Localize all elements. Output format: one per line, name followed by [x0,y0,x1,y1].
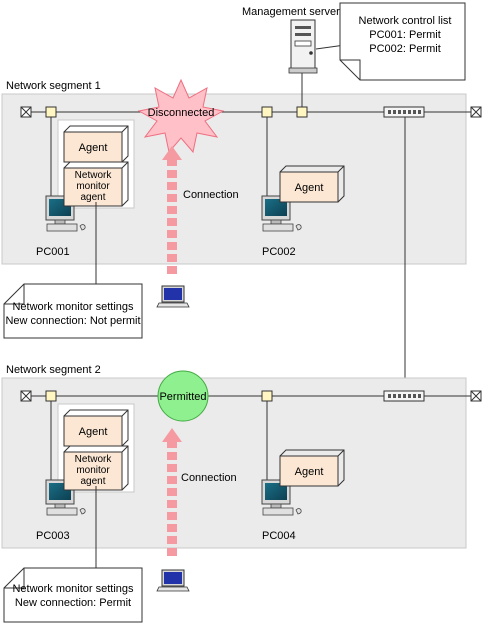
segment-title: Network segment 1 [6,80,101,92]
settings-value: New connection: Not permit [5,315,140,327]
settings-value: New connection: Permit [15,597,131,609]
hub-icon [383,390,425,402]
pc-name: PC002 [262,246,296,258]
settings-title: Network monitor settings [12,583,134,595]
monitor-agent-label: Network [75,454,113,465]
agent-label: Agent [79,142,108,154]
settings-title: Network monitor settings [12,301,134,313]
control-list-title: Network control list [359,15,452,27]
monitor-agent-label: agent [80,476,105,487]
agent-label: Agent [295,182,324,194]
laptop-icon [156,569,190,592]
agent-box [279,165,345,203]
connection-node [296,106,308,118]
network-monitor-agent-box [63,445,129,491]
terminator-icon [470,390,482,402]
server-icon [288,19,318,74]
agent-box [63,409,129,447]
connection-node [261,106,273,118]
network-monitor-agent-box [63,161,129,207]
connection-label: Connection [181,472,237,484]
management-server-label: Management server [242,6,340,18]
terminator-icon [20,390,32,402]
terminator-icon [470,106,482,118]
agent-box [63,125,129,163]
permitted-circle [157,370,209,422]
connection-node [45,390,57,402]
hub-icon [383,106,425,118]
pc-name: PC004 [262,530,296,542]
control-list-entry: PC002: Permit [369,43,441,55]
control-list-entry: PC001: Permit [369,29,441,41]
segment-title: Network segment 2 [6,364,101,376]
connection-arrow [162,428,182,556]
monitor-agent-label: agent [80,192,105,203]
monitor-agent-label: monitor [76,181,110,192]
monitor-agent-label: Network [75,170,113,181]
agent-label: Agent [79,426,108,438]
pc-name: PC003 [36,530,70,542]
agent-box [279,449,345,487]
connection-node [261,390,273,402]
connection-label: Connection [183,189,239,201]
connection-arrow [162,146,182,274]
status-label: Disconnected [148,107,215,119]
settings-note [3,283,143,339]
monitor-agent-label: monitor [76,465,110,476]
agent-label: Agent [295,466,324,478]
disconnected-burst [137,78,225,154]
laptop-icon [156,285,190,308]
pc-name: PC001 [36,246,70,258]
control-list-note [339,2,466,81]
status-label: Permitted [159,391,206,403]
connection-node [45,106,57,118]
settings-note [3,567,143,623]
terminator-icon [20,106,32,118]
